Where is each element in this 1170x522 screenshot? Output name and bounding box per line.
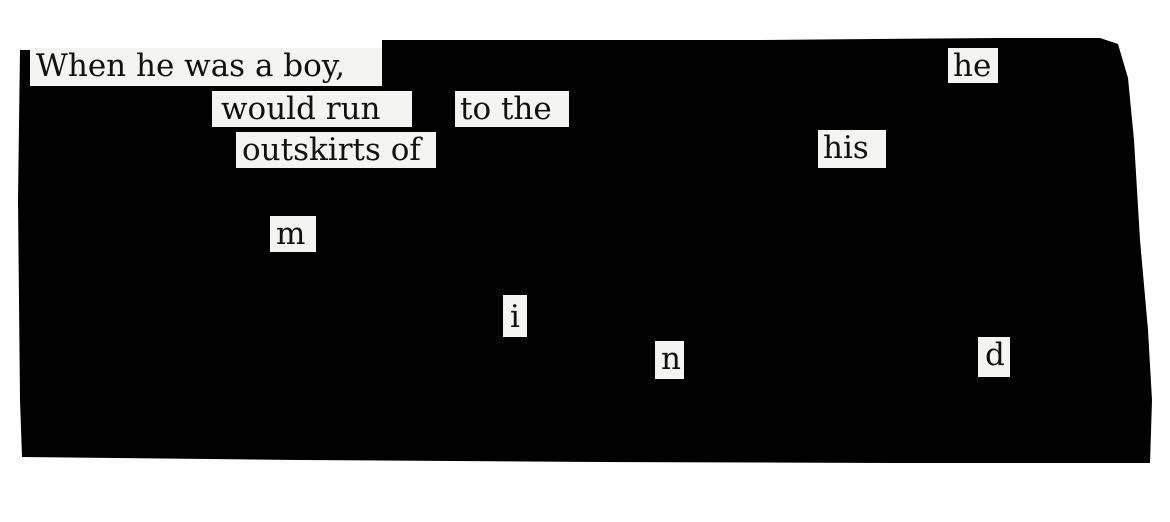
found-word-outskirts-of: outskirts of — [236, 132, 436, 168]
found-word-would-run: would run — [212, 91, 412, 127]
found-letter-i: i — [503, 295, 527, 337]
found-word-his: his — [818, 130, 886, 168]
found-letter-d: d — [978, 337, 1010, 377]
found-word-to-the: to the — [455, 91, 569, 127]
found-letter-m: m — [270, 216, 316, 252]
found-word-when-he-was-a-boy: When he was a boy, — [30, 48, 382, 86]
found-letter-n: n — [655, 341, 684, 379]
found-word-he: he — [948, 48, 998, 83]
